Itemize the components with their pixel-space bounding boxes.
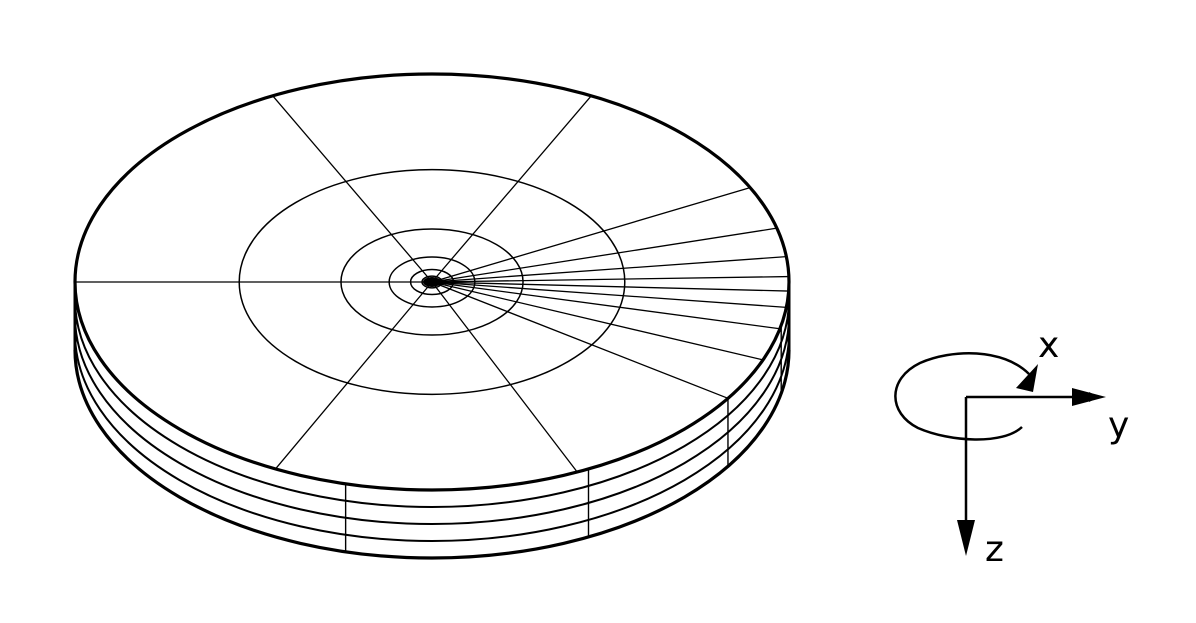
rotation-arrow-icon <box>894 352 1030 441</box>
y-arrowhead-icon <box>1072 388 1106 406</box>
disk-layer-edge <box>74 332 790 542</box>
stacked-disk <box>73 72 791 560</box>
z-arrowhead-icon <box>957 520 975 556</box>
disk-layer-edge <box>74 298 790 508</box>
radial-line <box>431 281 789 292</box>
radial-line <box>431 275 789 283</box>
radial-line <box>431 281 578 473</box>
disk-center-hub <box>423 277 441 287</box>
disk-layer-edge <box>73 349 791 560</box>
disk-side-seams <box>344 325 782 552</box>
radial-line <box>275 281 433 470</box>
radial-line <box>431 256 787 283</box>
radial-line <box>431 227 777 283</box>
radial-line <box>431 281 764 361</box>
z-axis-label: z <box>985 529 1004 570</box>
radial-line <box>272 95 433 283</box>
radial-line <box>431 281 780 330</box>
disk-layer-edge <box>74 315 790 525</box>
x-axis-label: x <box>1038 325 1059 366</box>
radial-line <box>431 186 751 283</box>
radial-lines <box>75 95 789 473</box>
rotation-arrowhead-icon <box>1016 364 1038 392</box>
coordinate-axes: x y z <box>894 325 1129 570</box>
radial-line <box>431 281 787 308</box>
radial-line <box>431 281 729 399</box>
radial-line <box>431 95 592 283</box>
y-axis-label: y <box>1108 405 1129 446</box>
